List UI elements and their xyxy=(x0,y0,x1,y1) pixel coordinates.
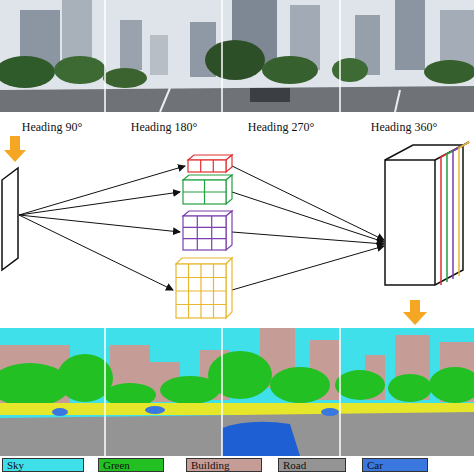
drawing-part xyxy=(2,168,18,270)
drawing-part xyxy=(176,277,226,278)
drawing-part xyxy=(221,328,223,456)
pool-cube-yellow xyxy=(176,258,232,318)
drawing-part xyxy=(176,304,226,305)
drawing-part xyxy=(120,20,142,70)
drawing-part xyxy=(339,328,341,456)
drawing-part xyxy=(19,215,180,232)
drawing-part xyxy=(388,374,432,402)
pool-cube-green xyxy=(183,175,232,204)
drawing-part xyxy=(441,142,469,285)
drawing-part xyxy=(332,58,368,82)
legend-swatch: Building xyxy=(186,458,262,472)
drawing-part xyxy=(221,0,223,112)
drawing-part xyxy=(262,56,318,84)
drawing-part xyxy=(385,145,463,285)
legend-swatch: Car xyxy=(362,458,428,472)
segmentation-image xyxy=(0,328,474,456)
drawing-part xyxy=(395,90,400,112)
drawing-part xyxy=(188,155,232,160)
drawing-part xyxy=(335,370,385,400)
pool-cube-red xyxy=(188,155,232,172)
heading-label: Heading 180° xyxy=(131,120,197,134)
legend-text: Road xyxy=(283,459,306,471)
drawing-part xyxy=(0,0,474,112)
drawing-part xyxy=(226,258,232,318)
heading-label: Heading 270° xyxy=(248,120,314,134)
drawing-part xyxy=(232,232,384,244)
drawing-part xyxy=(0,56,55,88)
drawing-part xyxy=(176,264,226,318)
drawing-part xyxy=(250,88,290,102)
drawing-part xyxy=(226,211,232,250)
orange-arrow xyxy=(4,136,26,162)
heading-label: Heading 360° xyxy=(371,120,437,134)
drawing-part xyxy=(339,0,341,112)
drawing-part xyxy=(213,160,214,172)
drawing-part xyxy=(197,216,198,250)
drawing-part xyxy=(453,142,469,279)
drawing-part xyxy=(226,155,232,172)
drawing-part xyxy=(424,60,474,84)
drawing-part xyxy=(104,328,106,456)
drawing-part xyxy=(183,180,226,204)
drawing-part xyxy=(200,160,201,172)
street-view-photos xyxy=(0,0,474,112)
legend-swatch: Green xyxy=(98,458,164,472)
drawing-part xyxy=(459,142,469,276)
drawing-part xyxy=(183,191,226,192)
drawing-part xyxy=(183,216,226,250)
drawing-part xyxy=(183,175,232,180)
drawing-part xyxy=(0,328,474,456)
drawing-part xyxy=(385,159,435,161)
drawing-part xyxy=(183,227,226,228)
drawing-part xyxy=(176,290,226,291)
drawing-part xyxy=(270,367,330,403)
drawing-part xyxy=(429,367,474,403)
drawing-part xyxy=(321,408,339,416)
pool-cube-purple xyxy=(183,211,232,250)
legend-text: Green xyxy=(103,459,130,471)
drawing-part xyxy=(222,422,300,456)
heading-label: Heading 90° xyxy=(22,120,82,134)
feature-map-slab xyxy=(2,168,18,270)
drawing-part xyxy=(183,211,232,216)
drawing-part xyxy=(52,408,68,416)
orange-arrow xyxy=(403,300,427,325)
drawing-part xyxy=(205,40,265,80)
legend-text: Sky xyxy=(7,459,24,471)
legend-text: Car xyxy=(367,459,383,471)
legend-swatch: Sky xyxy=(2,458,84,472)
drawing-part xyxy=(104,0,106,112)
drawing-part xyxy=(226,175,232,204)
drawing-part xyxy=(150,35,168,75)
drawing-part xyxy=(54,56,106,84)
drawing-part xyxy=(434,160,436,285)
drawing-part xyxy=(232,166,384,240)
legend-text: Building xyxy=(191,459,230,471)
drawing-part xyxy=(183,238,226,239)
drawing-part xyxy=(145,406,165,414)
legend-swatch: Road xyxy=(278,458,346,472)
drawing-part xyxy=(188,160,226,172)
drawing-part xyxy=(176,258,232,264)
drawing-part xyxy=(0,412,474,456)
drawing-part xyxy=(211,216,212,250)
drawing-part xyxy=(103,68,147,88)
drawing-part xyxy=(395,0,425,70)
drawing-part xyxy=(19,215,173,290)
drawing-part xyxy=(232,246,384,290)
drawing-part xyxy=(19,192,180,215)
drawing-part xyxy=(19,166,185,215)
drawing-part xyxy=(447,142,469,282)
concat-block xyxy=(385,142,469,285)
drawing-part xyxy=(208,351,272,399)
drawing-part xyxy=(232,192,384,242)
drawing-part xyxy=(160,88,170,112)
drawing-part xyxy=(0,86,474,112)
